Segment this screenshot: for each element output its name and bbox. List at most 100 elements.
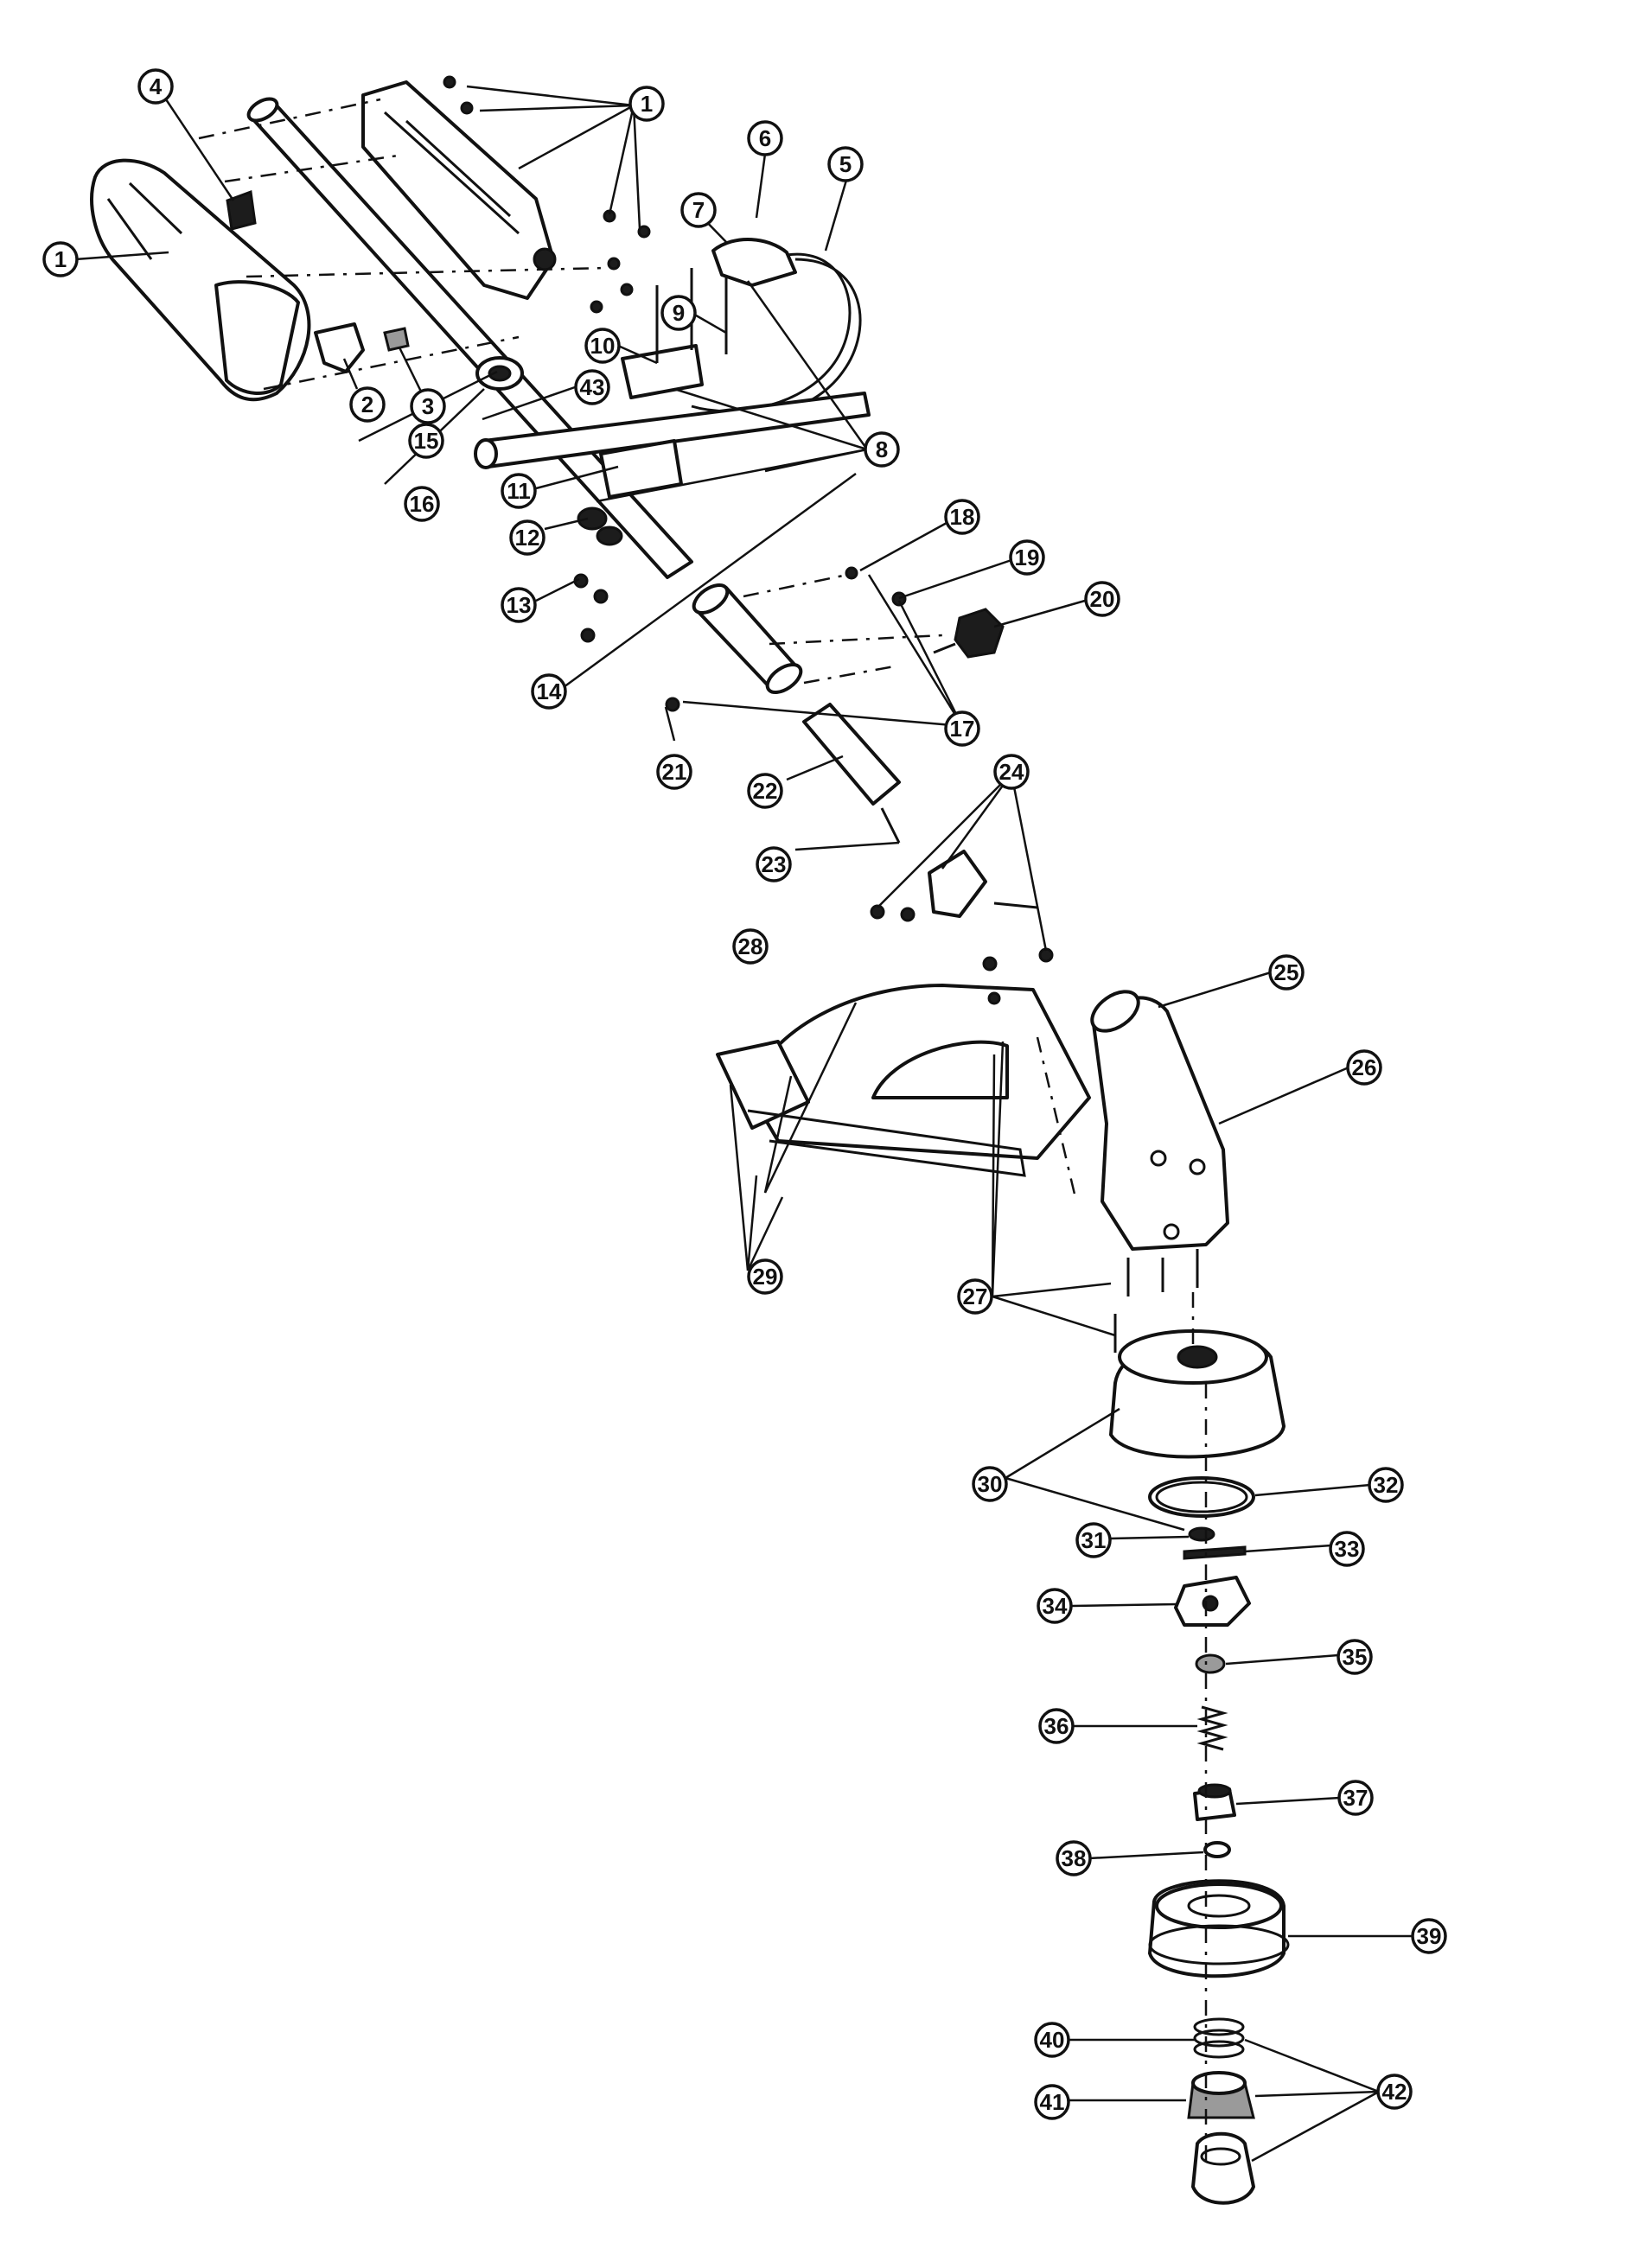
callout-38: 38	[1056, 1840, 1092, 1876]
callout-29: 29	[747, 1258, 783, 1295]
callout-label: 42	[1382, 2079, 1407, 2105]
bottom-knob	[1191, 2131, 1255, 2205]
callout-7: 7	[680, 192, 717, 228]
spring	[1196, 1705, 1228, 1751]
callout-2: 2	[349, 386, 386, 423]
callout-label: 1	[641, 91, 653, 117]
callout-24: 24	[993, 754, 1030, 790]
callout-14: 14	[531, 673, 567, 710]
callout-label: 14	[537, 678, 562, 704]
line-spool	[1148, 1879, 1290, 1978]
callout-label: 20	[1090, 586, 1115, 612]
callout-1-left: 1	[42, 241, 79, 277]
callout-label: 40	[1040, 2027, 1065, 2053]
callout-label: 35	[1343, 1644, 1368, 1670]
spool-ring	[1148, 1476, 1255, 1518]
callout-label: 33	[1335, 1536, 1360, 1562]
callout-39: 39	[1411, 1918, 1447, 1954]
callout-41: 41	[1034, 2084, 1070, 2120]
callout-6: 6	[747, 120, 783, 156]
callout-15: 15	[408, 423, 444, 459]
callout-30: 30	[972, 1466, 1008, 1502]
motor-housing	[1090, 990, 1229, 1251]
callout-label: 18	[950, 504, 975, 530]
lower-shaft	[802, 703, 901, 844]
callout-25: 25	[1268, 954, 1305, 991]
assembly-lines	[198, 98, 1208, 2161]
callout-label: 24	[999, 759, 1024, 785]
callout-label: 11	[507, 478, 531, 504]
callout-label: 6	[759, 125, 771, 151]
callout-8: 8	[864, 431, 900, 468]
callout-10: 10	[584, 328, 621, 364]
drive-hub	[1174, 1576, 1251, 1627]
switch-trigger	[226, 189, 257, 231]
callout-label: 15	[414, 428, 439, 454]
callout-label: 34	[1043, 1593, 1068, 1619]
callout-34: 34	[1037, 1588, 1073, 1624]
guard-bracket	[870, 850, 1038, 922]
trigger-lever	[314, 322, 365, 373]
callout-1-top: 1	[628, 86, 665, 122]
bump-knob	[1193, 1783, 1236, 1821]
callout-label: 23	[762, 851, 787, 877]
callout-4: 4	[137, 68, 174, 105]
handle-clamp	[599, 268, 728, 499]
main-shaft-tube	[246, 97, 693, 579]
small-washer	[1188, 1526, 1215, 1542]
callout-label: 41	[1040, 2089, 1065, 2115]
callout-18: 18	[944, 499, 980, 535]
callout-23: 23	[756, 846, 792, 882]
callout-3: 3	[410, 388, 446, 424]
spool-washer	[1203, 1841, 1231, 1858]
washers	[573, 506, 623, 643]
callout-label: 16	[410, 491, 435, 517]
callout-13: 13	[501, 587, 537, 623]
callout-label: 13	[507, 592, 532, 618]
callout-27: 27	[957, 1278, 993, 1315]
callout-label: 10	[590, 333, 616, 359]
callout-37: 37	[1337, 1780, 1374, 1816]
shaft-coupler	[692, 583, 803, 694]
callout-16: 16	[404, 486, 440, 522]
callout-label: 32	[1374, 1472, 1399, 1498]
callout-label: 38	[1062, 1845, 1087, 1871]
callout-label: 43	[580, 374, 605, 400]
leader-lines	[74, 85, 1413, 2163]
collar	[475, 356, 524, 391]
callout-label: 5	[839, 151, 852, 177]
callout-label: 31	[1081, 1527, 1107, 1553]
callout-label: 3	[422, 393, 434, 419]
knob	[933, 608, 1005, 659]
callout-5: 5	[827, 146, 864, 182]
spool-cover	[1109, 1329, 1286, 1459]
callout-43: 43	[574, 369, 610, 405]
callout-33: 33	[1329, 1531, 1365, 1567]
callout-label: 28	[738, 933, 763, 959]
callout-40: 40	[1034, 2022, 1070, 2058]
callout-31: 31	[1075, 1522, 1112, 1558]
callout-32: 32	[1368, 1467, 1404, 1503]
callout-label: 8	[876, 436, 888, 462]
callout-20: 20	[1084, 581, 1120, 617]
small-clip	[383, 327, 410, 352]
callout-22: 22	[747, 773, 783, 809]
guard	[716, 984, 1091, 1177]
callout-label: 29	[753, 1264, 778, 1290]
callout-label: 37	[1343, 1785, 1368, 1811]
spool-cap	[1187, 2071, 1255, 2119]
callout-label: 19	[1015, 545, 1040, 570]
callout-label: 9	[673, 300, 685, 326]
callout-label: 30	[978, 1471, 1003, 1497]
callout-label: 39	[1417, 1923, 1442, 1949]
callout-11: 11	[501, 473, 537, 509]
top-screws	[443, 75, 651, 314]
callout-26: 26	[1346, 1049, 1382, 1086]
flat-washer	[1183, 1545, 1247, 1560]
callout-label: 26	[1352, 1054, 1377, 1080]
callout-label: 21	[662, 759, 687, 785]
callout-21: 21	[656, 754, 692, 790]
callout-28: 28	[732, 928, 769, 965]
callout-label: 22	[753, 778, 778, 804]
